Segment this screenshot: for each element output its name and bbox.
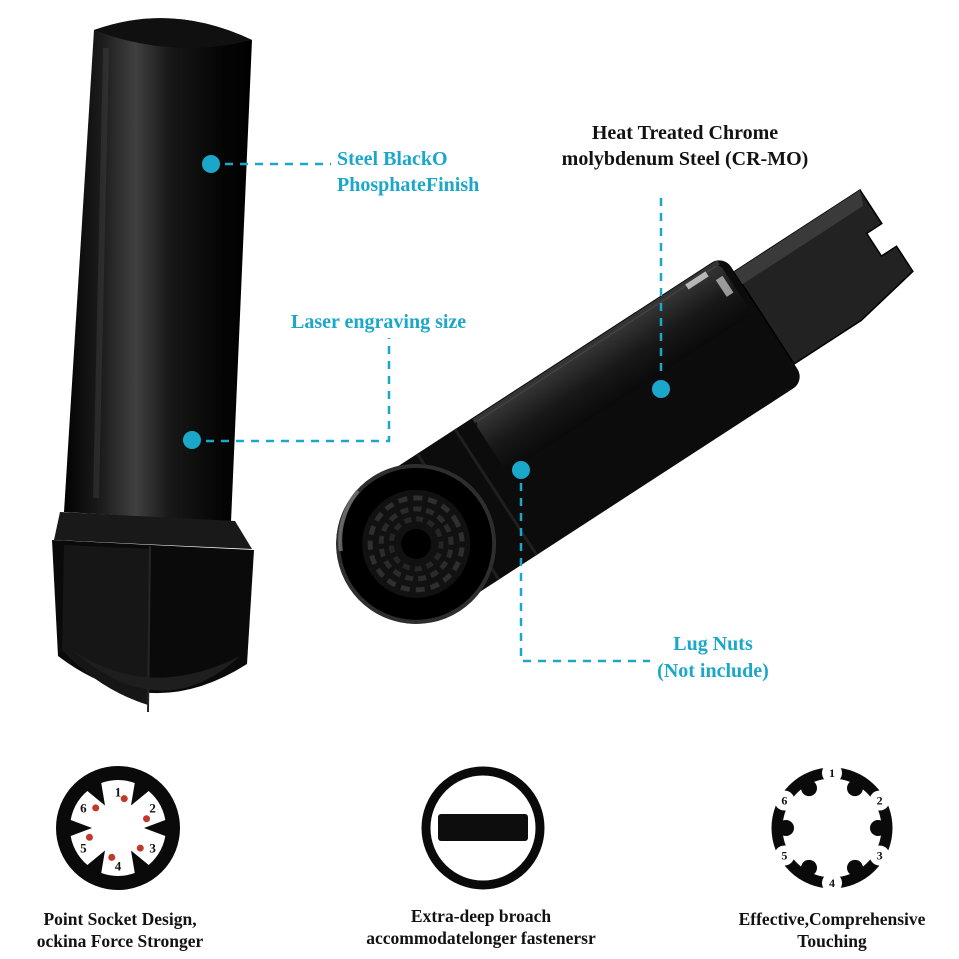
touch-number-2: 2	[877, 794, 883, 808]
callout-leader-lines	[206, 162, 663, 663]
touch-number-6: 6	[781, 794, 787, 808]
touch-number-3: 3	[877, 849, 883, 863]
threaded-socket-opening	[336, 463, 497, 624]
lug-nuts-callout-label: Lug Nuts (Not include)	[657, 633, 769, 682]
touch-number-4: 4	[829, 876, 835, 890]
touch-lobes	[778, 780, 886, 876]
finish-callout-dot	[202, 155, 220, 173]
laser-engraving-callout-label: Laser engraving size	[291, 311, 467, 333]
laser-leader-line	[206, 338, 391, 443]
spline-number-2: 2	[149, 801, 156, 816]
spline-number-4: 4	[115, 859, 122, 874]
broach-diagram	[421, 766, 545, 890]
touch-number-cutouts	[774, 763, 890, 893]
material-callout-label: Heat Treated Chrome molybdenum Steel (CR…	[561, 122, 809, 170]
spline-number-5: 5	[80, 841, 87, 856]
spline-number-1: 1	[115, 785, 122, 800]
broach-slot	[438, 814, 528, 841]
touch-diagram-caption: Effective,Comprehensive Touching	[738, 909, 926, 951]
spline-contact-dots	[85, 795, 151, 861]
spline-teeth	[68, 780, 168, 876]
spline-number-6: 6	[80, 801, 87, 816]
lug-key-open-end-view	[336, 188, 914, 624]
touch-point-numbers: 1 2 3 4 5 6	[781, 766, 882, 890]
spline-socket-diagram: 1 2 3 4 5 6	[56, 766, 180, 890]
material-callout-dot	[652, 380, 670, 398]
callout-dots	[183, 155, 670, 479]
lug-key-side-view	[52, 18, 254, 713]
touch-points-diagram: 1 2 3 4 5 6	[771, 763, 893, 893]
broach-diagram-caption: Extra-deep broach accommodatelonger fast…	[366, 906, 596, 948]
laser-callout-dot	[183, 431, 201, 449]
spline-number-3: 3	[149, 841, 156, 856]
touch-number-1: 1	[829, 766, 835, 780]
spline-diagram-caption: Point Socket Design, ockina Force Strong…	[36, 909, 204, 951]
finish-callout-label: Steel BlackO PhosphateFinish	[337, 148, 480, 196]
touch-number-5: 5	[781, 849, 787, 863]
spline-point-numbers: 1 2 3 4 5 6	[80, 785, 156, 874]
lugnuts-callout-dot	[512, 461, 530, 479]
